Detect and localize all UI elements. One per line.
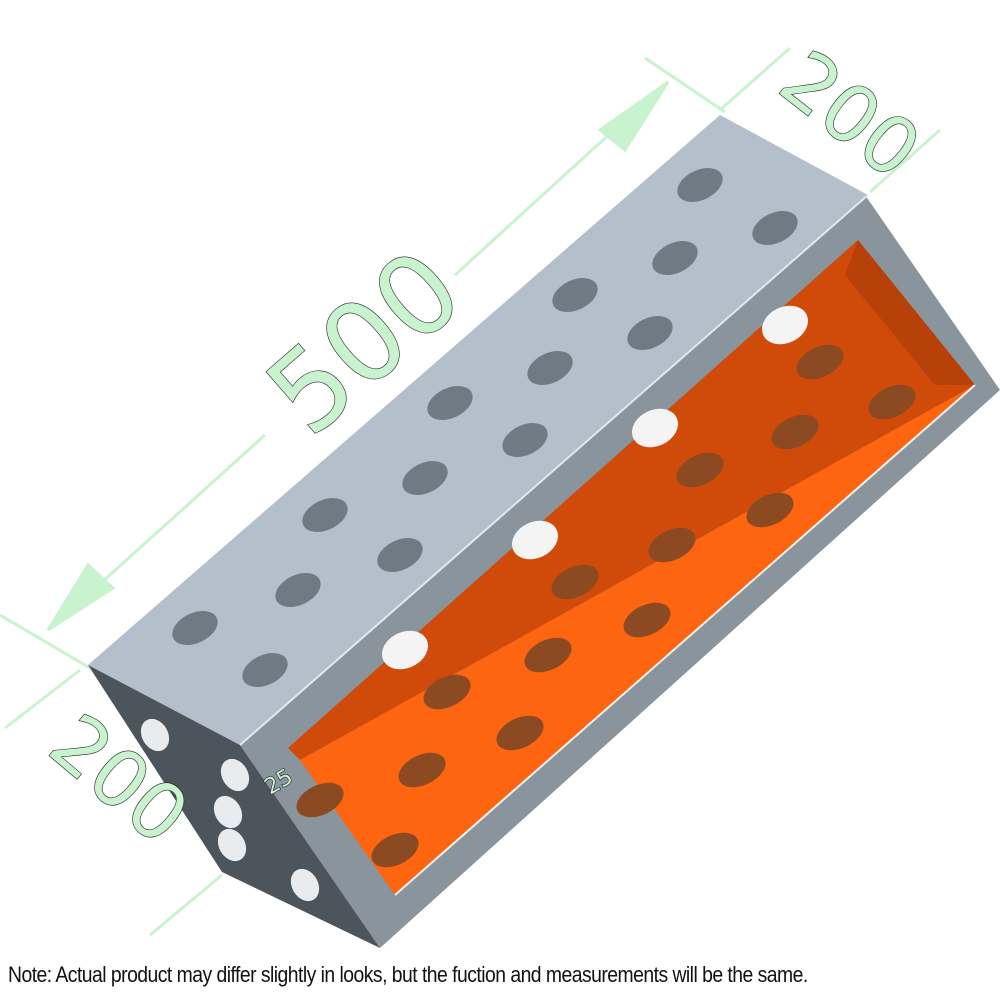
- hole: [627, 316, 673, 350]
- inner-right-wall: [845, 240, 975, 385]
- hole: [398, 752, 446, 788]
- hole: [771, 414, 819, 450]
- hole: [220, 758, 250, 792]
- disclaimer-note: Note: Actual product may differ slightly…: [8, 962, 808, 987]
- hole: [631, 408, 679, 448]
- hole: [524, 637, 572, 673]
- hole: [290, 868, 320, 902]
- hole: [427, 386, 473, 420]
- hole: [302, 498, 348, 532]
- hole: [868, 384, 916, 420]
- hole: [217, 828, 247, 862]
- hole: [752, 211, 798, 245]
- hole: [172, 611, 218, 645]
- hole: [648, 527, 696, 563]
- hole: [140, 718, 170, 752]
- hole: [296, 782, 344, 818]
- hole: [677, 168, 723, 202]
- dimension-lines: [0, 46, 941, 937]
- hole: [623, 602, 671, 638]
- hole: [402, 461, 448, 495]
- holes: [140, 168, 916, 902]
- hole: [676, 452, 724, 488]
- hole: [496, 715, 544, 751]
- hole: [423, 674, 471, 710]
- hole: [761, 305, 809, 345]
- hole: [511, 520, 559, 560]
- hole: [275, 573, 321, 607]
- hole: [242, 653, 288, 687]
- hole: [377, 538, 423, 572]
- hole: [551, 564, 599, 600]
- hole: [552, 278, 598, 312]
- inner-floor: [300, 385, 975, 895]
- hole: [652, 241, 698, 275]
- hole: [381, 630, 429, 670]
- hole: [527, 351, 573, 385]
- hole: [502, 423, 548, 457]
- hole: [746, 492, 794, 528]
- hole: [796, 344, 844, 380]
- hole: [371, 832, 419, 868]
- hole: [213, 795, 243, 829]
